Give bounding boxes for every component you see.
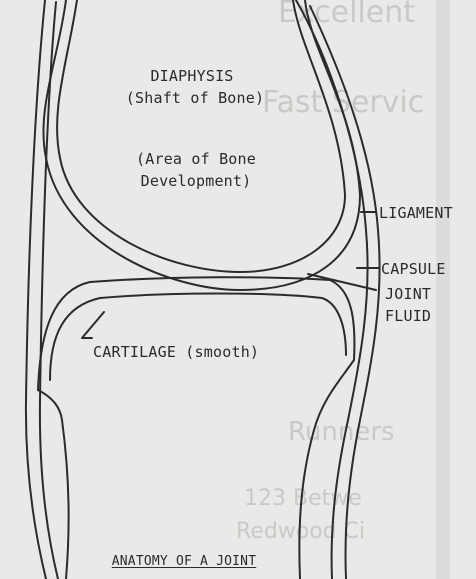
label-shaft-of-bone: (Shaft of Bone) bbox=[115, 89, 275, 108]
label-cartilage: CARTILAGE (smooth) bbox=[93, 343, 259, 362]
label-joint: JOINT bbox=[385, 285, 431, 304]
label-development: Development) bbox=[116, 172, 276, 191]
upper-bone-outline bbox=[43, 0, 360, 290]
label-area-of-bone: (Area of Bone bbox=[116, 150, 276, 169]
label-fluid: FLUID bbox=[385, 307, 431, 326]
cartilage-leader-line bbox=[82, 312, 104, 338]
caption-anatomy-of-a-joint: ANATOMY OF A JOINT bbox=[84, 552, 284, 571]
lower-cartilage-inner bbox=[50, 294, 346, 381]
page-edge bbox=[436, 0, 450, 579]
upper-bone-inner-outline bbox=[57, 0, 345, 272]
left-capsule-inner bbox=[40, 2, 58, 579]
label-ligament: LIGAMENT bbox=[379, 204, 453, 223]
joint-fluid-leader-line bbox=[308, 274, 376, 290]
right-capsule-outer bbox=[296, 0, 368, 579]
label-diaphysis: DIAPHYSIS bbox=[130, 67, 254, 86]
label-capsule: CAPSULE bbox=[381, 260, 446, 279]
